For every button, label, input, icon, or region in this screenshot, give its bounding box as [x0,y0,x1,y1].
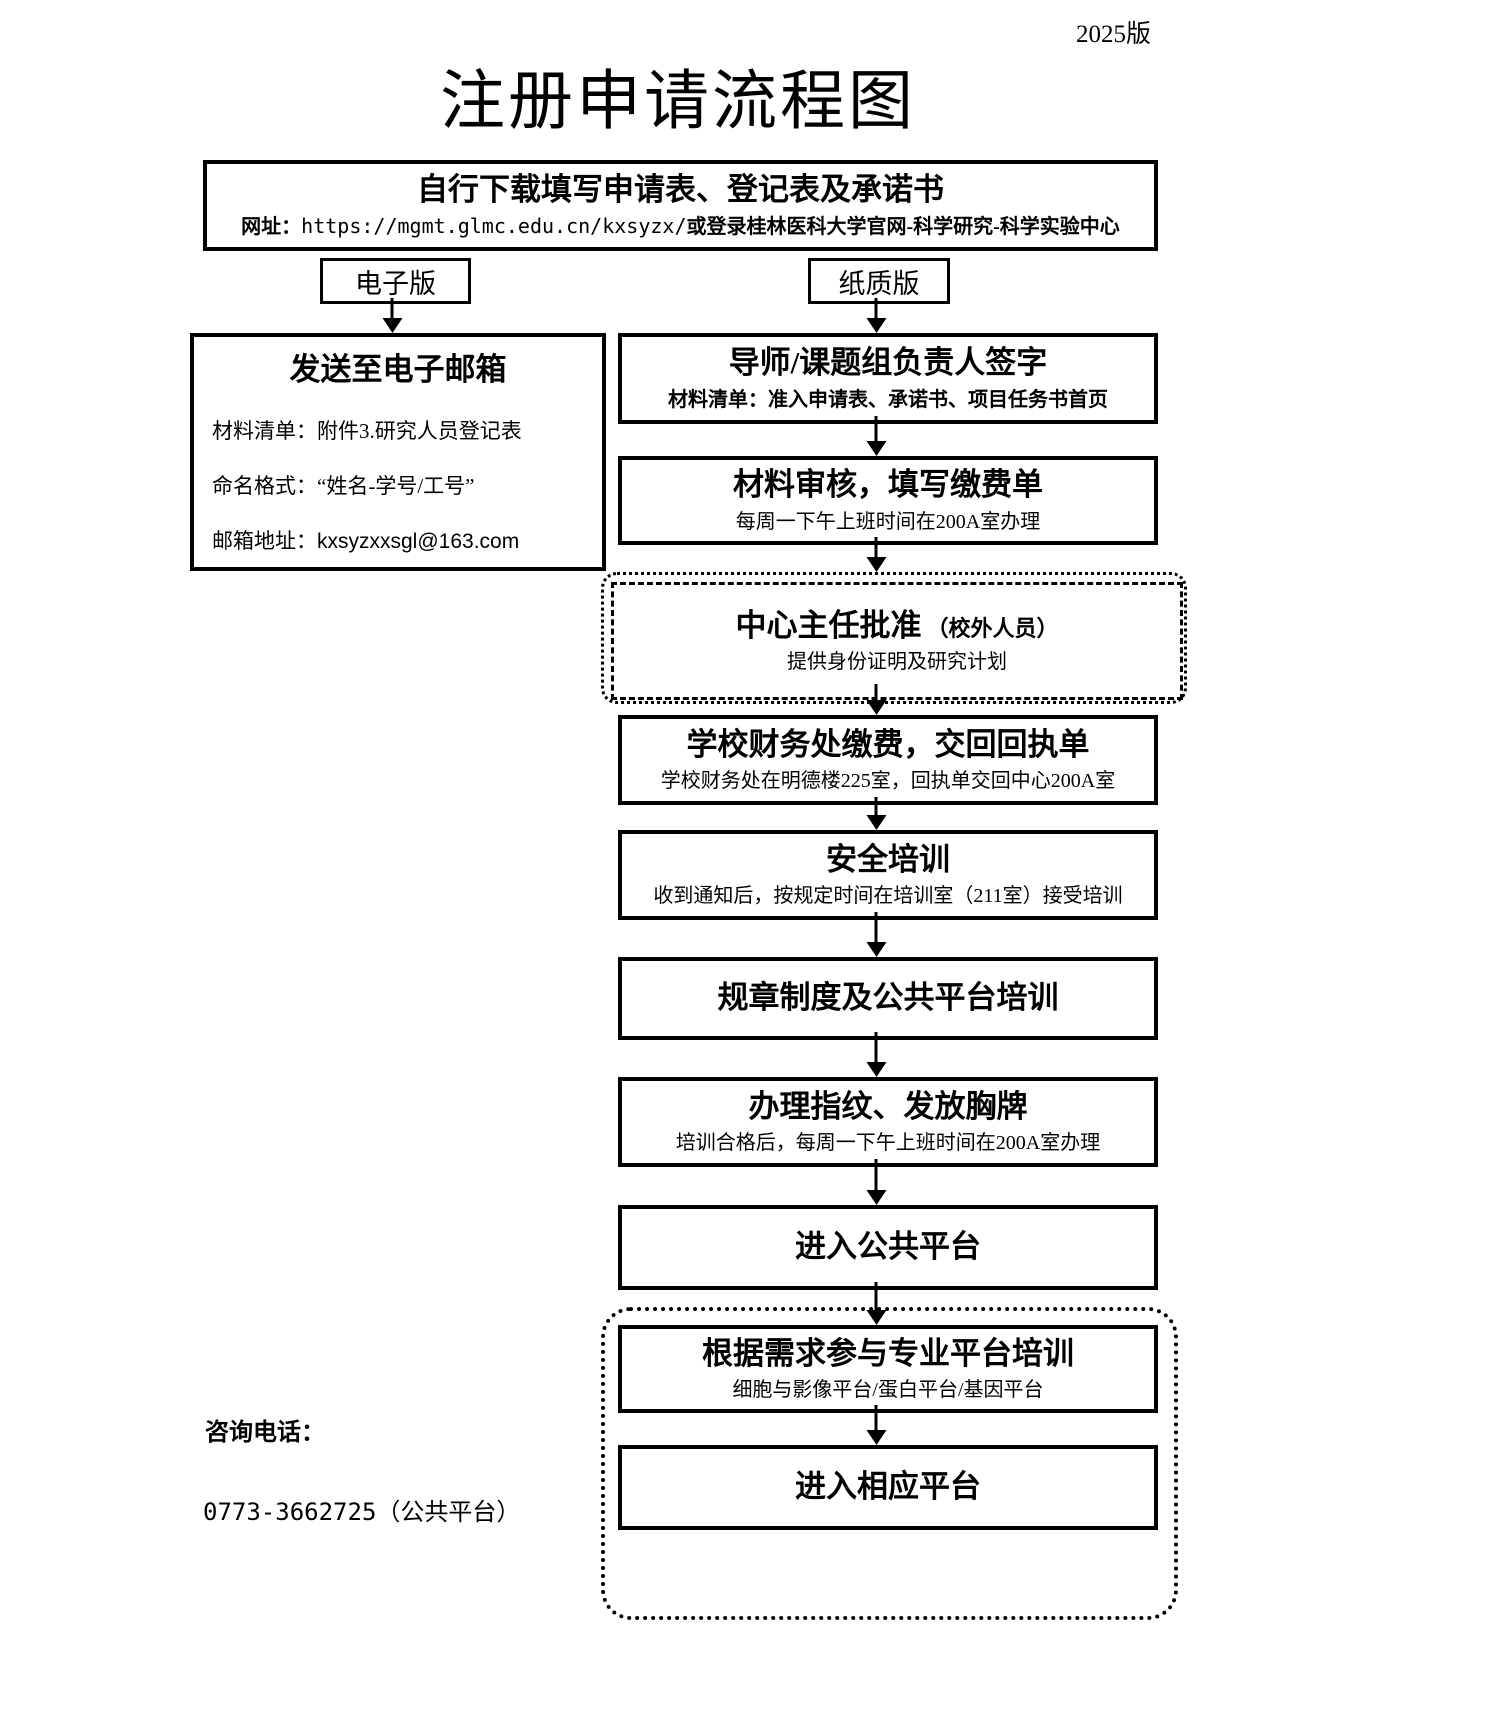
contact-label: 咨询电话： [205,1420,325,1446]
step-sign-box: 导师/课题组负责人签字 材料清单：准入申请表、承诺书、项目任务书首页 [618,333,1158,424]
step-enter-public-title: 进入公共平台 [795,1229,981,1265]
page-title: 注册申请流程图 [439,66,916,138]
step-enter-platform-box: 进入相应平台 [618,1445,1158,1530]
download-url-label: 网址： [241,216,302,239]
step-fingerprint-subtitle: 培训合格后，每周一下午上班时间在200A室办理 [675,1132,1101,1155]
step-review-subtitle: 每周一下午上班时间在200A室办理 [735,510,1041,533]
step-payment-subtitle: 学校财务处在明德楼225室，回执单交回中心200A室 [660,770,1116,793]
step-download-box: 自行下载填写申请表、登记表及承诺书 网址：https://mgmt.glmc.e… [203,160,1158,251]
step-safety-title: 安全培训 [826,841,950,877]
step-approval-subtitle: 提供身份证明及研究计划 [787,651,1007,674]
email-materials-line: 材料清单：附件3.研究人员登记表 [212,418,522,443]
step-email-box: 发送至电子邮箱 材料清单：附件3.研究人员登记表 命名格式：“姓名-学号/工号”… [190,333,606,571]
download-url: https://mgmt.glmc.edu.cn/kxsyzx/ [301,214,687,239]
step-safety-box: 安全培训 收到通知后，按规定时间在培训室（211室）接受培训 [618,830,1158,920]
step-email-title: 发送至电子邮箱 [289,352,507,387]
step-review-box: 材料审核，填写缴费单 每周一下午上班时间在200A室办理 [618,456,1158,545]
arrow-electronic-to-email [390,298,394,318]
step-rules-title: 规章制度及公共平台培训 [717,980,1059,1016]
contact-phone: 0773-3662725（公共平台） [203,1492,520,1527]
step-download-title: 自行下载填写申请表、登记表及承诺书 [417,171,944,207]
arrow-sign-to-review [874,416,878,441]
step-payment-box: 学校财务处缴费，交回回执单 学校财务处在明德楼225室，回执单交回中心200A室 [618,715,1158,805]
step-review-title: 材料审核，填写缴费单 [733,467,1043,503]
step-enter-platform-title: 进入相应平台 [795,1469,981,1505]
download-url-suffix: 或登录桂林医科大学官网-科学研究-科学实验中心 [686,216,1120,239]
contact-phone-note: （公共平台） [376,1500,521,1526]
approval-dotted-outline: 中心主任批准 （校外人员） 提供身份证明及研究计划 [601,572,1187,704]
arrow-public-to-protraining [874,1282,878,1310]
step-enter-public-box: 进入公共平台 [618,1205,1158,1290]
branch-label-electronic: 电子版 [320,258,471,304]
email-naming-line: 命名格式：“姓名-学号/工号” [212,473,475,498]
step-pro-training-subtitle: 细胞与影像平台/蛋白平台/基因平台 [732,1379,1044,1402]
arrow-payment-to-safety [874,797,878,815]
contact-phone-number: 0773-3662725 [203,1498,377,1526]
optional-stage-dotted-container [601,1307,1178,1620]
arrow-safety-to-rules [874,912,878,942]
version-label: 2025版 [1076,21,1152,48]
step-fingerprint-box: 办理指纹、发放胸牌 培训合格后，每周一下午上班时间在200A室办理 [618,1077,1158,1167]
email-address-line: 邮箱地址：kxsyzxxsgl@163.com [208,525,588,555]
arrow-rules-to-fingerprint [874,1032,878,1062]
step-safety-subtitle: 收到通知后，按规定时间在培训室（211室）接受培训 [653,885,1123,908]
arrow-protraining-to-platform [874,1405,878,1430]
arrow-approval-to-payment [874,684,878,700]
step-rules-box: 规章制度及公共平台培训 [618,957,1158,1040]
arrow-review-to-approval [874,537,878,557]
step-approval-title: 中心主任批准 [735,607,922,643]
branch-label-paper: 纸质版 [808,258,950,304]
step-approval-qualifier: （校外人员） [926,615,1059,641]
step-payment-title: 学校财务处缴费，交回回执单 [686,726,1090,762]
step-sign-title: 导师/课题组负责人签字 [728,345,1048,381]
step-fingerprint-title: 办理指纹、发放胸牌 [748,1088,1028,1124]
arrow-fingerprint-to-public [874,1159,878,1190]
step-pro-training-title: 根据需求参与专业平台培训 [702,1335,1074,1371]
step-approval-title-row: 中心主任批准 （校外人员） [735,607,1058,646]
arrow-paper-to-sign [874,298,878,318]
step-pro-training-box: 根据需求参与专业平台培训 细胞与影像平台/蛋白平台/基因平台 [618,1325,1158,1413]
step-download-subtitle: 网址：https://mgmt.glmc.edu.cn/kxsyzx/或登录桂林… [241,213,1120,240]
step-sign-subtitle: 材料清单：准入申请表、承诺书、项目任务书首页 [668,388,1108,411]
email-address-value: kxsyzxxsgl@163.com [317,529,520,553]
email-address-label: 邮箱地址： [212,528,317,553]
step-approval-box: 中心主任批准 （校外人员） 提供身份证明及研究计划 [611,582,1183,700]
